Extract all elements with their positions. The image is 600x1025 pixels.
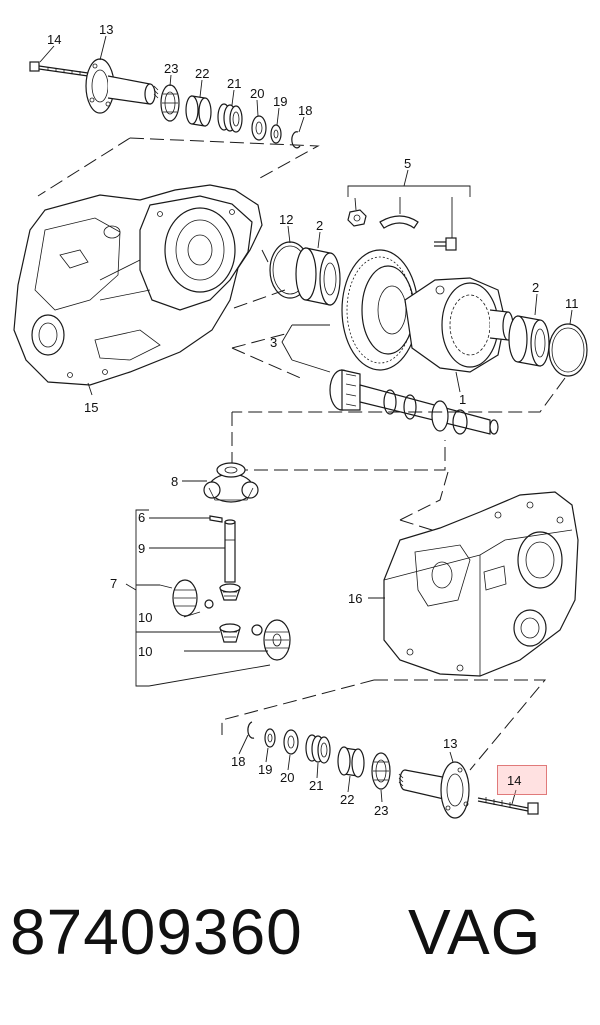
flange-bottom [398,761,470,819]
part-number: 87409360 [10,896,303,968]
spider-gear-upper [219,583,241,601]
nut-5 [347,209,367,227]
callout-7: 7 [110,576,117,591]
spider-gear-lower [219,623,263,643]
callout-10-b: 10 [138,644,152,659]
ring-top [217,103,243,133]
ring-bottom [305,734,331,764]
callout-23-top: 23 [164,61,178,76]
callout-13-top: 13 [99,22,113,37]
differential-group [231,169,588,478]
side-gear-right [263,619,291,661]
bearing-bottom [371,752,391,790]
bearing-2-right [508,315,550,367]
flange-top [85,58,159,114]
callout-20-top: 20 [250,86,264,101]
diff-carrier [404,277,514,373]
top-flange-assembly [29,35,320,197]
shaft-9 [224,519,236,583]
callout-16: 16 [348,591,362,606]
callout-23-bottom: 23 [374,803,388,818]
bolt-top [29,61,96,78]
callout-15: 15 [84,400,98,415]
callout-12: 12 [279,212,293,227]
callout-2-right: 2 [532,280,539,295]
callout-10-a: 10 [138,610,152,625]
callout-20-bottom: 20 [280,770,294,785]
callout-labels: 14 13 23 22 21 20 19 18 5 12 2 2 11 3 1 … [47,22,579,818]
callout-19-bottom: 19 [258,762,272,777]
shim-11 [548,323,588,377]
bottom-flange-assembly [238,721,539,819]
small-washer-top [270,124,282,144]
bearing-2-left [295,247,341,306]
race-bottom [337,746,365,778]
housing-left [13,184,263,396]
callout-22-bottom: 22 [340,792,354,807]
small-washer-bottom [264,728,276,748]
highlighted-callout-box[interactable] [497,765,547,795]
side-gear-left [172,579,214,617]
callout-2-left: 2 [316,218,323,233]
bolt-bottom [477,797,539,815]
callout-6: 6 [138,510,145,525]
callout-5: 5 [404,156,411,171]
lock-plate-5 [379,215,419,229]
callout-8: 8 [171,474,178,489]
callout-21-top: 21 [227,76,241,91]
housing-right [368,491,579,677]
pin-6 [209,515,223,523]
callout-14-top: 14 [47,32,61,47]
washer-top [251,115,267,141]
callout-22-top: 22 [195,66,209,81]
brand-name: VAG [408,896,542,968]
callout-18-top: 18 [298,103,312,118]
pinion-shaft [329,369,499,435]
race-top [185,95,212,127]
diff-internals [125,462,291,687]
bearing-top [160,84,180,122]
callout-9: 9 [138,541,145,556]
callout-3: 3 [270,335,277,350]
callout-21-bottom: 21 [309,778,323,793]
callout-13-bottom: 13 [443,736,457,751]
diff-case-8 [203,462,259,503]
callout-11: 11 [565,296,579,311]
exploded-parts-diagram: 14 13 23 22 21 20 19 18 5 12 2 2 11 3 1 … [13,22,588,819]
circlip-bottom [247,721,255,739]
callout-19-top: 19 [273,94,287,109]
callout-18-bottom: 18 [231,754,245,769]
bolt-5 [434,237,457,251]
washer-bottom [283,729,299,755]
circlip-top [291,131,301,149]
callout-1: 1 [459,392,466,407]
